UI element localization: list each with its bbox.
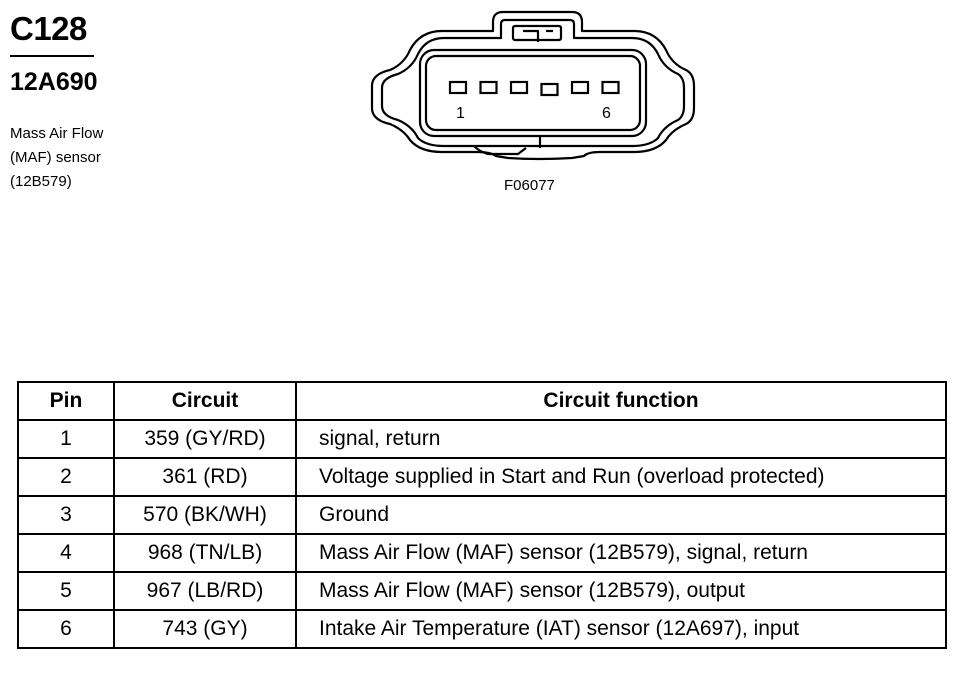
table-row: 6 743 (GY) Intake Air Temperature (IAT) …	[17, 609, 947, 649]
description-line: (MAF) sensor	[10, 149, 101, 166]
circuit-cell: 968 (TN/LB)	[113, 533, 297, 573]
function-cell: signal, return	[295, 419, 947, 459]
pin-cell: 6	[17, 609, 115, 649]
pin-cell: 2	[17, 457, 115, 497]
function-cell: Mass Air Flow (MAF) sensor (12B579), sig…	[295, 533, 947, 573]
function-cell: Ground	[295, 495, 947, 535]
description-line: Mass Air Flow	[10, 125, 104, 142]
connector-face-diagram: 1 6	[370, 10, 696, 161]
pin-cell: 4	[17, 533, 115, 573]
connector-id: C128	[10, 10, 87, 47]
table-row: 5 967 (LB/RD) Mass Air Flow (MAF) sensor…	[17, 571, 947, 611]
pin-label-last: 6	[602, 105, 611, 122]
table-row: 2 361 (RD) Voltage supplied in Start and…	[17, 457, 947, 497]
function-cell: Intake Air Temperature (IAT) sensor (12A…	[295, 609, 947, 649]
header-pin: Pin	[17, 381, 115, 421]
circuit-cell: 570 (BK/WH)	[113, 495, 297, 535]
pin-cavity	[570, 80, 590, 95]
pin-cell: 3	[17, 495, 115, 535]
component-description: Mass Air Flow (MAF) sensor (12B579)	[10, 122, 190, 194]
connector-cavity-inner	[424, 54, 642, 132]
header-circuit: Circuit	[113, 381, 297, 421]
pin-cell: 1	[17, 419, 115, 459]
function-cell: Mass Air Flow (MAF) sensor (12B579), out…	[295, 571, 947, 611]
figure-code: F06077	[504, 177, 555, 194]
connector-id-underline	[10, 55, 94, 57]
pin-cavity	[479, 80, 498, 95]
pin-cavity	[509, 80, 529, 95]
circuit-cell: 743 (GY)	[113, 609, 297, 649]
header-circuit-function: Circuit function	[295, 381, 947, 421]
pinout-table: Pin Circuit Circuit function 1 359 (GY/R…	[17, 381, 947, 649]
table-row: 3 570 (BK/WH) Ground	[17, 495, 947, 535]
part-number: 12A690	[10, 68, 98, 96]
connector-cavity-outer	[418, 48, 648, 138]
function-cell: Voltage supplied in Start and Run (overl…	[295, 457, 947, 497]
pin-cell: 5	[17, 571, 115, 611]
circuit-cell: 359 (GY/RD)	[113, 419, 297, 459]
pin-cavity	[540, 82, 559, 97]
circuit-cell: 361 (RD)	[113, 457, 297, 497]
table-header-row: Pin Circuit Circuit function	[17, 381, 947, 421]
pin-label-first: 1	[456, 105, 465, 122]
pin-cavity	[448, 80, 468, 95]
connector-inner-shell	[380, 18, 686, 148]
table-row: 1 359 (GY/RD) signal, return	[17, 419, 947, 459]
circuit-cell: 967 (LB/RD)	[113, 571, 297, 611]
pin-cavity	[601, 80, 620, 95]
connector-outer-shell	[370, 10, 696, 161]
table-row: 4 968 (TN/LB) Mass Air Flow (MAF) sensor…	[17, 533, 947, 573]
description-line: (12B579)	[10, 173, 72, 190]
